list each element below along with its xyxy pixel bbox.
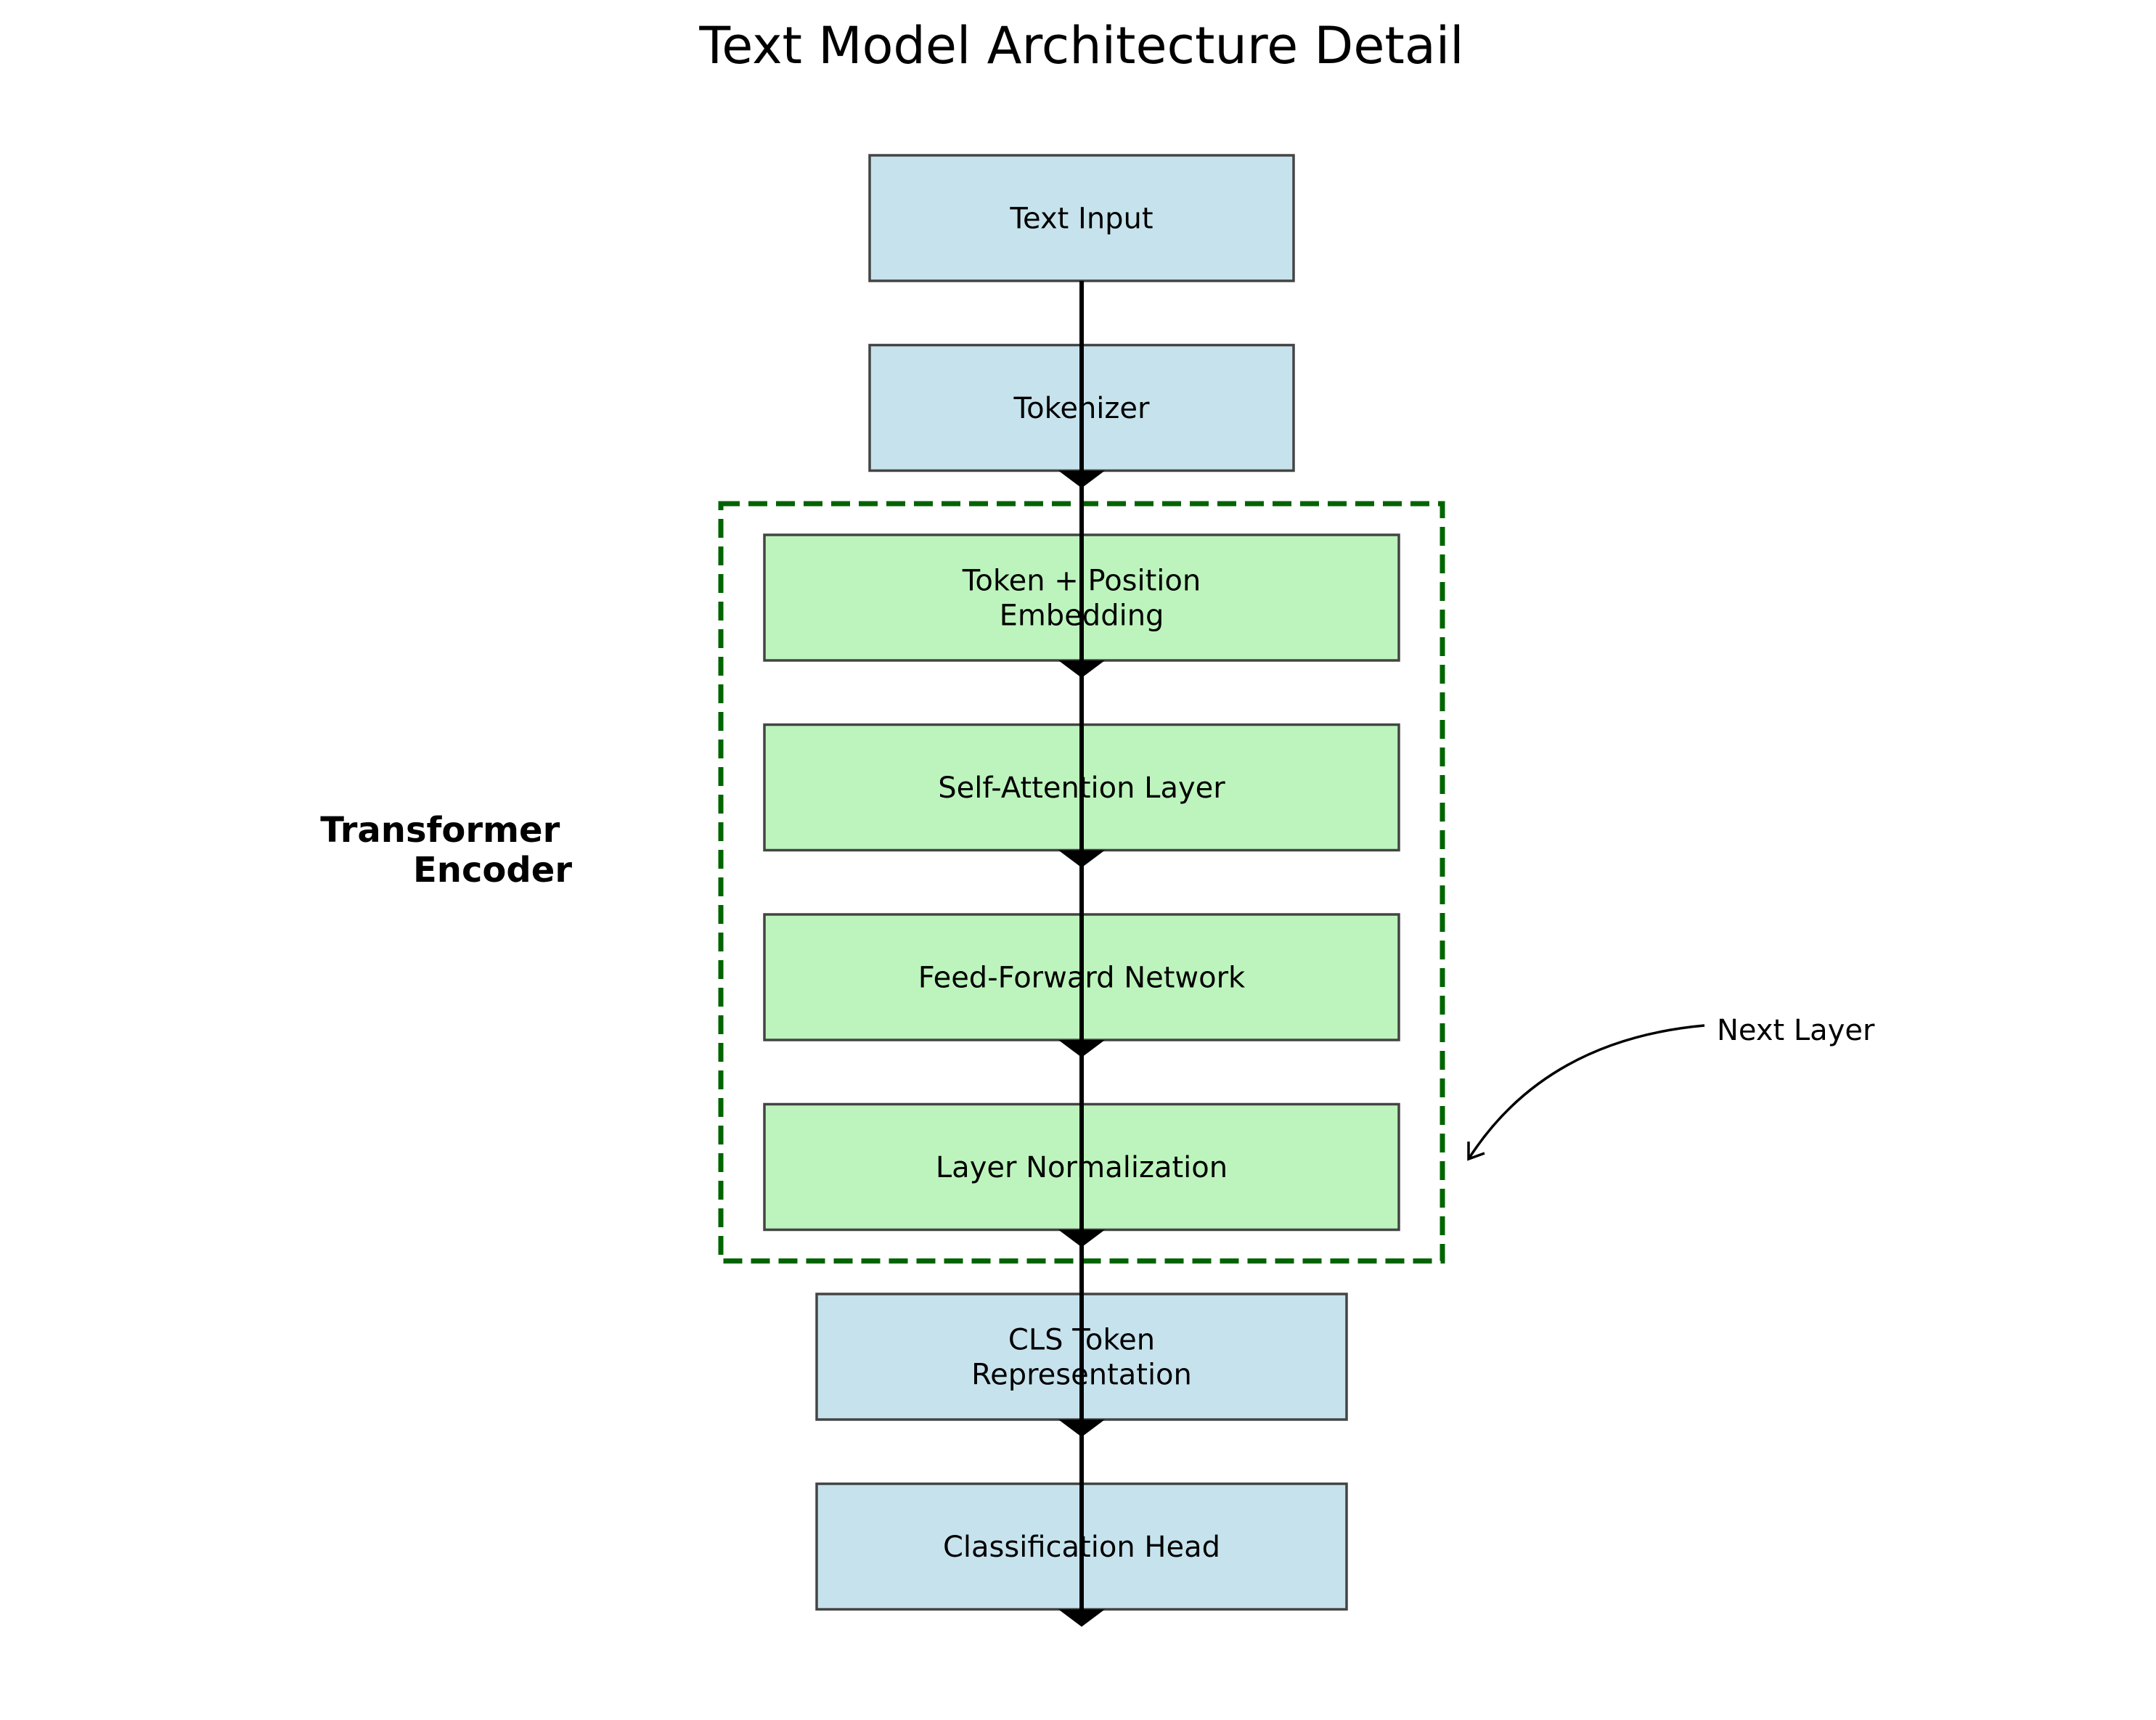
arrowhead-feed-forward (1058, 1040, 1105, 1057)
next-layer-arrowhead (1467, 1142, 1485, 1161)
flow-arrows (1058, 281, 1105, 1627)
arrowhead-layer-norm (1058, 1229, 1105, 1248)
group-label: Transformer Encoder (320, 810, 572, 890)
arrowhead-tokenizer (1058, 470, 1105, 488)
arrowhead-classification-head (1058, 1609, 1105, 1627)
group-label-line-2: Encoder (413, 850, 572, 890)
block-text-input: Text Input (868, 154, 1295, 282)
next-layer-arrow (1467, 1024, 1705, 1160)
group-label-line-1: Transformer (320, 810, 560, 851)
block-text-input-box (868, 154, 1295, 282)
block-text-input-label: Text Input (1009, 202, 1153, 236)
block-text-input-label-line-1: Text Input (1009, 202, 1153, 236)
arrowhead-self-attention (1058, 850, 1105, 868)
arrowhead-cls-token (1058, 1420, 1105, 1437)
next-layer-label: Next Layer (1717, 1014, 1875, 1047)
diagram-title: Text Model Architecture Detail (698, 16, 1463, 75)
arrowhead-embedding (1058, 660, 1105, 678)
